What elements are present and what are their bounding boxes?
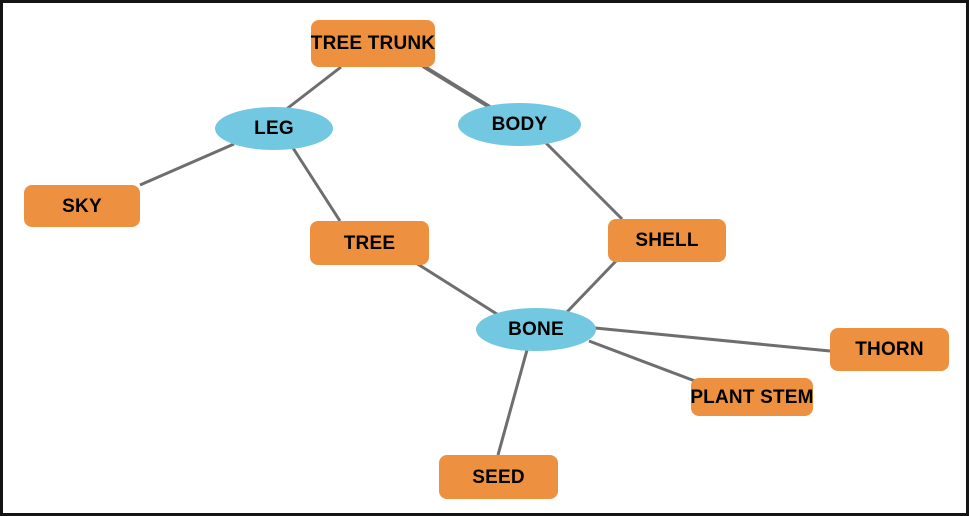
edge-tree-trunk-to-body — [421, 64, 495, 111]
node-label-seed: SEED — [472, 466, 525, 488]
node-seed[interactable]: SEED — [439, 455, 558, 499]
edge-bone-to-seed — [496, 349, 529, 456]
edge-layer — [139, 64, 831, 456]
node-thorn[interactable]: THORN — [830, 328, 949, 371]
node-label-thorn: THORN — [855, 339, 924, 360]
edge-leg-to-sky — [139, 142, 235, 187]
node-shell[interactable]: SHELL — [608, 219, 726, 262]
node-label-tree-trunk: TREE TRUNK — [310, 33, 436, 54]
edge-shell-to-bone — [564, 259, 618, 315]
node-label-bone: BONE — [508, 319, 564, 340]
node-label-shell: SHELL — [635, 230, 699, 251]
edge-tree-trunk-to-leg — [283, 65, 342, 113]
edge-tree-to-bone — [415, 261, 501, 318]
edge-bone-to-thorn — [594, 326, 831, 353]
node-tree-trunk[interactable]: TREE TRUNK — [311, 20, 435, 67]
edge-leg-to-tree — [291, 147, 342, 222]
node-label-leg: LEG — [254, 118, 294, 139]
node-label-body: BODY — [491, 114, 548, 135]
node-label-tree: TREE — [343, 232, 396, 254]
node-tree[interactable]: TREE — [310, 221, 429, 265]
node-body[interactable]: BODY — [458, 103, 581, 146]
node-bone[interactable]: BONE — [476, 308, 596, 351]
node-label-sky: SKY — [62, 195, 102, 217]
edge-body-to-shell — [544, 141, 624, 221]
edge-bone-to-plant-stem — [588, 339, 696, 383]
node-sky[interactable]: SKY — [24, 185, 140, 227]
node-plant-stem[interactable]: PLANT STEM — [690, 378, 814, 416]
node-leg[interactable]: LEG — [215, 107, 333, 150]
node-label-plant-stem: PLANT STEM — [690, 386, 814, 408]
